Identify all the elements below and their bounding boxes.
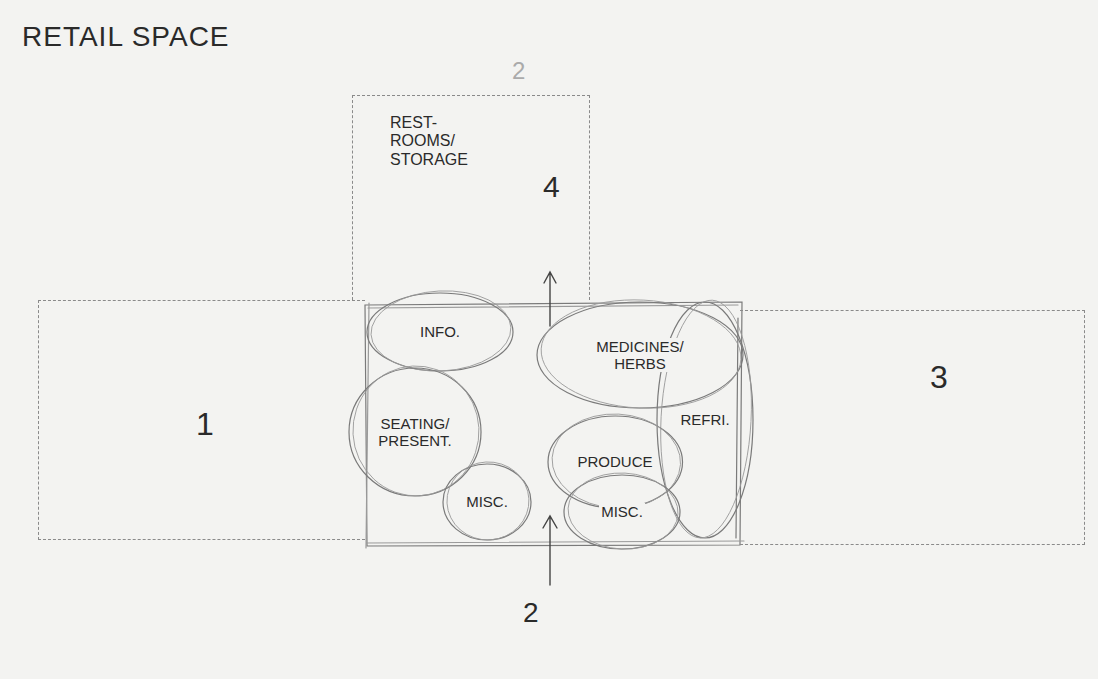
area-name: MISC. bbox=[464, 493, 510, 510]
area-name: REFRI. bbox=[678, 411, 731, 428]
area-bubble: SEATING/ PRESENT. bbox=[347, 366, 483, 498]
zone-number: 1 bbox=[194, 406, 216, 443]
area-name: PRODUCE bbox=[575, 453, 654, 470]
area-bubble: MEDICINES/ HERBS bbox=[535, 300, 745, 410]
zone-number: 2 bbox=[523, 598, 539, 629]
zone-name: REST- ROOMS/ STORAGE bbox=[388, 114, 470, 169]
area-bubble: PRODUCE bbox=[546, 414, 685, 510]
sheet-title: RETAIL SPACE bbox=[22, 22, 230, 53]
bubble-stroke bbox=[657, 302, 753, 538]
zone-region: REST- ROOMS/ STORAGE 4 bbox=[352, 95, 590, 300]
zone-region: 3 bbox=[740, 310, 1085, 545]
bubble-stroke-sketch bbox=[538, 295, 743, 413]
area-bubble: MISC. bbox=[562, 473, 682, 551]
area-bubble: REFRI. bbox=[655, 300, 755, 540]
zone-number: 4 bbox=[541, 170, 562, 205]
retail-outline-sketch bbox=[366, 303, 744, 548]
zone-number: 2 bbox=[512, 58, 525, 84]
bubble-stroke-sketch bbox=[566, 470, 680, 552]
area-name: MISC. bbox=[599, 503, 645, 520]
zone-number: 3 bbox=[928, 359, 950, 396]
bubble-stroke bbox=[443, 464, 531, 540]
retail-outline bbox=[365, 302, 742, 546]
bubble-stroke-sketch bbox=[445, 460, 531, 542]
area-name: MEDICINES/ HERBS bbox=[594, 338, 686, 373]
area-name: SEATING/ PRESENT. bbox=[376, 415, 453, 450]
area-bubble: MISC. bbox=[441, 462, 533, 542]
bubble-stroke bbox=[537, 302, 743, 408]
bubble-stroke-sketch bbox=[350, 363, 483, 499]
rear-arrow bbox=[544, 272, 556, 326]
zone-region: 1 bbox=[38, 300, 365, 540]
area-name: INFO. bbox=[418, 323, 462, 340]
area-bubble: INFO. bbox=[365, 291, 515, 373]
bubble-stroke-sketch bbox=[655, 298, 757, 540]
bubble-stroke-sketch bbox=[369, 287, 513, 374]
entry-arrow bbox=[543, 516, 557, 585]
